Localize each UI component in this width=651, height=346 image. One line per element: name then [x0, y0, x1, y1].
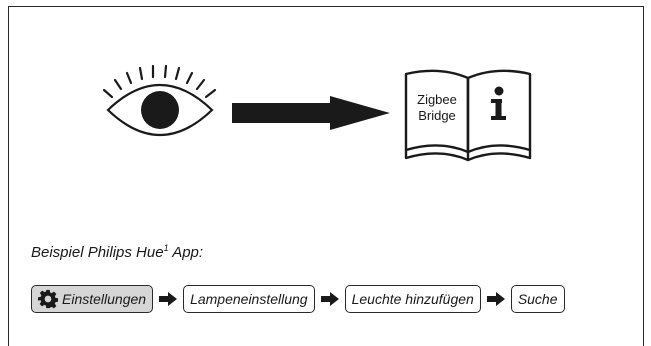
example-caption: Beispiel Philips Hue1 App:	[31, 243, 203, 261]
step-leuchte-hinzufuegen[interactable]: Leuchte hinzufügen	[344, 285, 481, 313]
eye-icon	[102, 64, 217, 137]
caption-suffix: App:	[168, 244, 204, 261]
book-label-line1: Zigbee	[417, 92, 457, 107]
book-label-line2: Bridge	[418, 108, 456, 123]
content-frame	[8, 6, 644, 346]
step-lampeneinstellung[interactable]: Lampeneinstellung	[183, 285, 315, 313]
arrow-right-icon	[159, 292, 178, 306]
app-navigation-steps: Einstellungen Lampeneinstellung Leuchte …	[31, 284, 565, 314]
caption-text: Beispiel Philips Hue	[31, 244, 164, 261]
step-label: Suche	[517, 291, 558, 307]
arrow-right-icon	[486, 292, 505, 306]
instruction-illustration: Zigbee Bridge	[102, 64, 532, 162]
step-label: Einstellungen	[62, 291, 147, 307]
arrow-right-icon	[232, 96, 390, 130]
info-icon	[491, 86, 506, 120]
step-suche[interactable]: Suche	[510, 285, 565, 313]
caption-footnote-mark: 1	[163, 243, 169, 253]
step-label: Lampeneinstellung	[190, 291, 308, 307]
gear-icon	[38, 289, 58, 309]
step-label: Leuchte hinzufügen	[351, 291, 474, 307]
arrow-right-icon	[320, 292, 339, 306]
step-einstellungen[interactable]: Einstellungen	[31, 285, 154, 313]
